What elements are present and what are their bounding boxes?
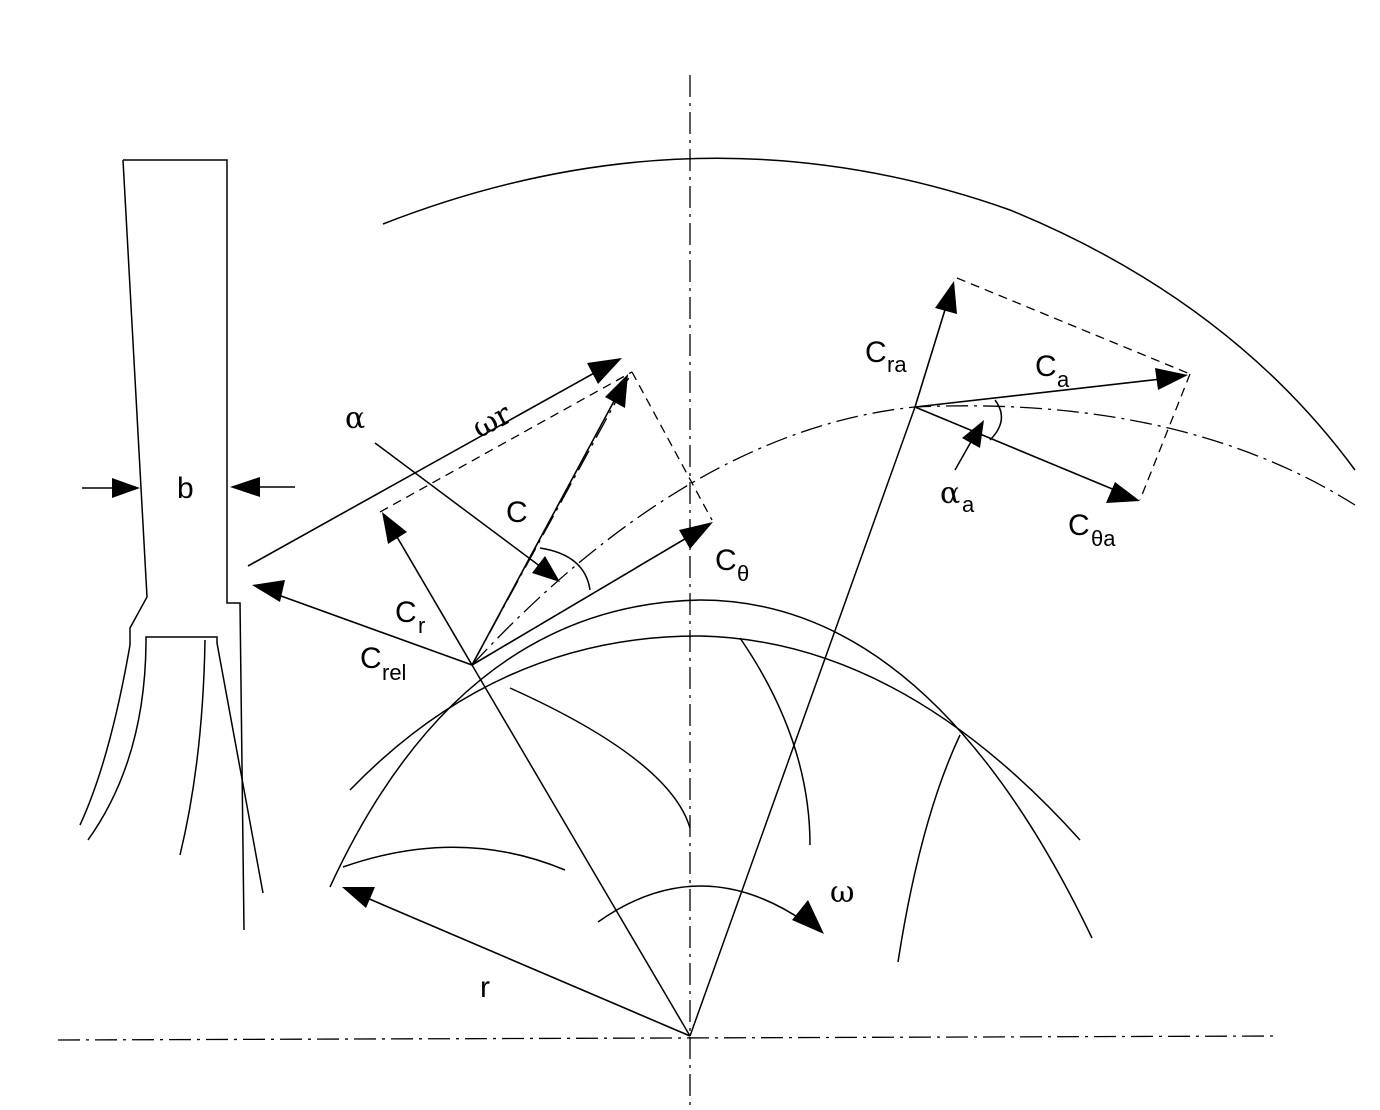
width-arrow-right-head xyxy=(230,477,260,497)
parallelogram-dash-top xyxy=(379,371,633,513)
horizontal-center-line xyxy=(57,1035,1279,1041)
impeller-blade xyxy=(897,734,961,963)
outer-casing-arc xyxy=(382,157,1356,471)
radial-velocity-arrowhead xyxy=(382,512,407,544)
c-ra-label: C xyxy=(865,336,887,369)
impeller-blade xyxy=(739,637,811,846)
tangential-velocity-arrowhead xyxy=(679,522,713,549)
pitch-circle-arc xyxy=(471,405,1356,666)
impeller-inner-ring xyxy=(349,635,1081,841)
absolute-velocity-arrowhead xyxy=(605,374,628,408)
c-theta-a-label: C xyxy=(1068,509,1090,542)
center-lines xyxy=(57,75,1279,1110)
side-section-hub-inner xyxy=(179,639,206,856)
rotation-arc xyxy=(597,885,806,923)
c-r-subscript: r xyxy=(418,613,425,638)
side-section-shroud-outer xyxy=(79,644,131,826)
c-rel-label: C xyxy=(360,642,382,675)
side-section-hub xyxy=(145,636,264,894)
diffuser-radial-velocity-vector xyxy=(914,299,949,408)
alpha-a-label: α xyxy=(940,476,960,511)
c-ra-subscript: ra xyxy=(887,352,907,377)
radius-dimension xyxy=(342,887,691,1037)
side-section-left-edge xyxy=(122,159,148,645)
side-section: b xyxy=(79,159,295,931)
alpha-angle-arc xyxy=(539,547,591,591)
tangential-velocity-vector xyxy=(471,529,701,666)
impeller-rings xyxy=(329,599,1093,939)
blade-speed-arrowhead xyxy=(587,358,622,384)
side-section-shroud-inner xyxy=(87,642,147,841)
c-theta-label: C xyxy=(715,544,737,577)
impeller-blade xyxy=(509,687,691,829)
diffuser-velocity-triangle xyxy=(689,277,1191,1037)
impeller-blade xyxy=(342,846,566,871)
c-a-subscript: a xyxy=(1057,367,1070,392)
radius-arrow-shaft xyxy=(359,894,691,1037)
diffuser-dash-right xyxy=(1139,373,1191,501)
alpha-a-pointer-line xyxy=(954,439,973,471)
c-a-label: C xyxy=(1035,350,1057,383)
diffuser-radius-line xyxy=(689,406,916,1037)
impeller-outer-ring xyxy=(329,599,1093,939)
c-theta-subscript: θ xyxy=(737,561,749,586)
diffuser-absolute-velocity-arrowhead xyxy=(1155,368,1188,390)
absolute-velocity-dashdot xyxy=(471,371,633,666)
c-rel-subscript: rel xyxy=(382,660,406,685)
c-label: C xyxy=(506,496,528,529)
radial-velocity-vector xyxy=(389,524,473,666)
labels: ωr α C C θ C r C rel C ra C a α a C θa ω… xyxy=(345,336,1116,1004)
c-theta-a-subscript: θa xyxy=(1091,526,1116,551)
blade-speed-vector xyxy=(247,366,606,567)
tip-velocity-triangle xyxy=(247,358,713,1037)
radius-line-to-center xyxy=(471,664,691,1037)
diffuser-radial-velocity-arrowhead xyxy=(935,281,957,314)
c-r-label: C xyxy=(395,596,417,629)
side-section-outline xyxy=(123,159,245,931)
omega-label: ω xyxy=(830,875,854,910)
diffuser-tangential-velocity-arrowhead xyxy=(1106,482,1140,503)
parallelogram-dash-right xyxy=(631,371,713,521)
alpha-a-subscript: a xyxy=(962,492,975,517)
relative-velocity-arrowhead xyxy=(252,580,285,602)
alpha-pointer-line xyxy=(374,442,546,571)
radius-arrowhead xyxy=(342,887,375,908)
impeller-blades xyxy=(342,637,961,963)
width-arrow-left-head xyxy=(112,478,140,498)
relative-velocity-vector xyxy=(269,591,473,666)
omega-r-label: ωr xyxy=(466,396,517,445)
diffuser-dash-top xyxy=(956,277,1191,375)
width-label: b xyxy=(177,472,194,505)
alpha-a-angle-arc xyxy=(989,399,1003,441)
rotation-arrowhead xyxy=(792,900,824,934)
alpha-label: α xyxy=(345,401,365,436)
alpha-pointer-arrowhead xyxy=(532,556,560,582)
diffuser-absolute-velocity-vector xyxy=(914,377,1171,408)
diffuser-tangential-velocity-vector xyxy=(914,406,1123,494)
r-label: r xyxy=(480,971,490,1004)
alpha-a-pointer-arrowhead xyxy=(962,420,984,448)
